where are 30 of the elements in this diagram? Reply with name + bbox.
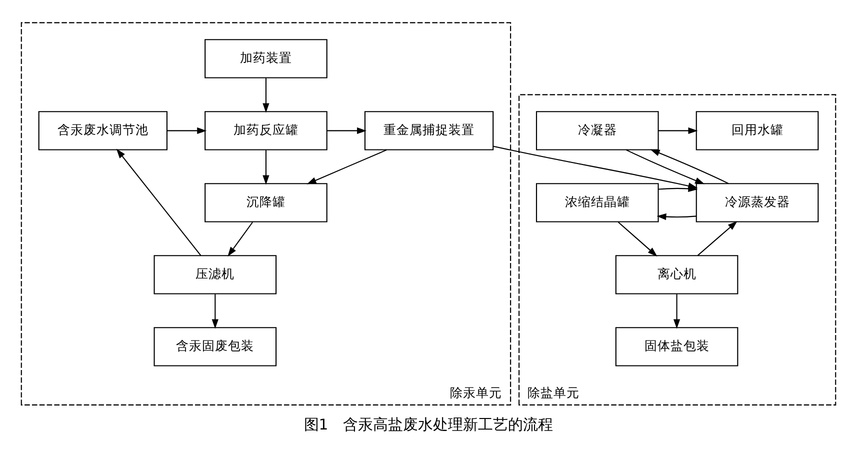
- node-box: 浓缩结晶罐: [536, 183, 659, 222]
- arrow: [650, 149, 729, 184]
- arrow: [228, 222, 254, 256]
- node-box: 冷源蒸发器: [696, 183, 819, 222]
- arrow: [167, 127, 207, 134]
- caption: 图1 含汞高盐废水处理新工艺的流程: [304, 416, 554, 434]
- node-box: 固体盐包装: [615, 327, 738, 366]
- node-box: 含汞固废包装: [154, 327, 277, 366]
- arrow: [306, 149, 387, 184]
- arrow: [697, 221, 738, 256]
- node-box: 冷凝器: [536, 111, 659, 150]
- arrow: [116, 148, 202, 256]
- node-box: 沉降罐: [204, 183, 328, 222]
- arrow: [656, 213, 696, 220]
- node-box: 重金属捕捉装置: [364, 111, 494, 150]
- arrow: [212, 294, 218, 329]
- arrow: [658, 185, 698, 192]
- arrow: [618, 222, 658, 256]
- node-box: 加药装置: [204, 39, 328, 78]
- node-box: 含汞废水调节池: [38, 111, 168, 150]
- node-box: 回用水罐: [696, 111, 819, 150]
- arrow: [262, 150, 270, 185]
- node-box: 加药反应罐: [204, 111, 328, 150]
- arrow: [262, 78, 270, 113]
- arrow: [673, 294, 680, 329]
- node-box: 离心机: [615, 255, 738, 294]
- arrow: [658, 127, 698, 134]
- arrow: [327, 127, 367, 134]
- arrow: [626, 149, 705, 184]
- node-box: 压滤机: [154, 255, 277, 294]
